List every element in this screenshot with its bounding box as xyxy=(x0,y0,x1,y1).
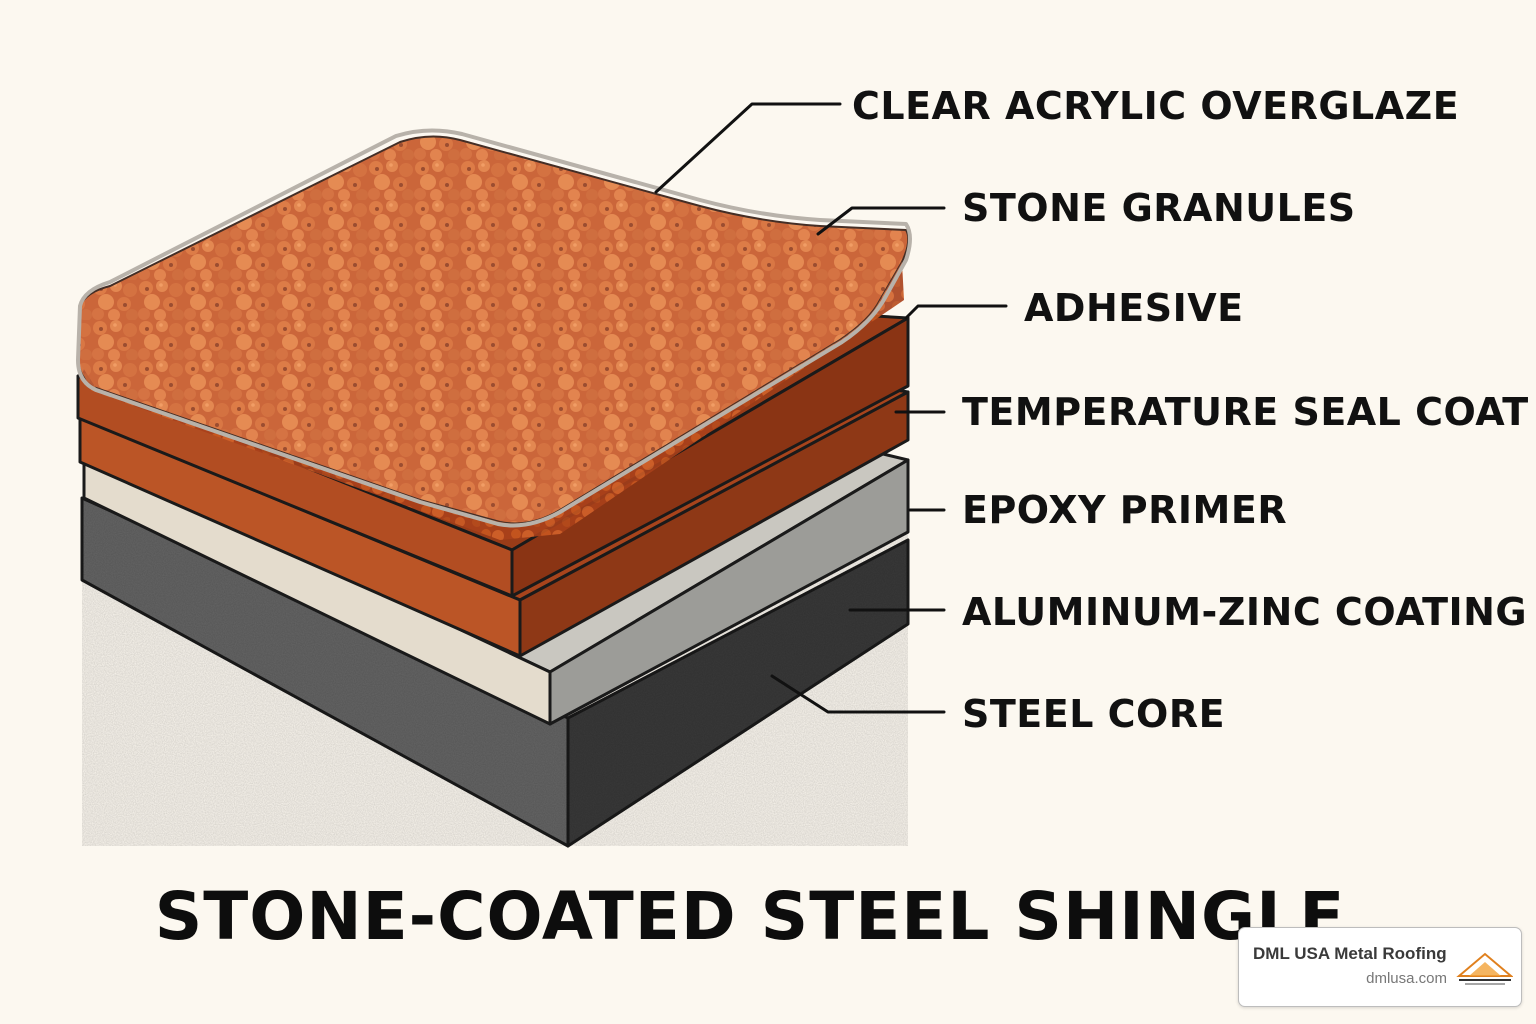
label-temperature-seal-coat: TEMPERATURE SEAL COAT xyxy=(962,390,1529,434)
label-clear-acrylic-overglaze: CLEAR ACRYLIC OVERGLAZE xyxy=(852,84,1460,128)
label-stone-granules: STONE GRANULES xyxy=(962,186,1356,230)
leader-line-granules xyxy=(816,206,946,236)
label-aluminum-zinc-coating: ALUMINUM-ZINC COATING xyxy=(962,590,1528,634)
watermark-badge[interactable]: DML USA Metal Roofing dmlusa.com xyxy=(1238,927,1522,1007)
leader-lines xyxy=(654,102,1008,714)
leader-line-steel-core xyxy=(770,674,946,714)
label-adhesive: ADHESIVE xyxy=(1024,286,1244,330)
label-steel-core: STEEL CORE xyxy=(962,692,1226,736)
epoxy-primer-side-face xyxy=(518,390,910,658)
badge-url[interactable]: dmlusa.com xyxy=(1366,970,1447,987)
leader-line-overglaze xyxy=(654,102,842,194)
clear-acrylic-overglaze-layer xyxy=(76,128,912,528)
label-epoxy-primer: EPOXY PRIMER xyxy=(962,488,1288,532)
seal-coat-side-face xyxy=(510,316,910,598)
diagram-title: STONE-COATED STEEL SHINGLE xyxy=(154,878,1346,955)
badge-company-name: DML USA Metal Roofing xyxy=(1253,944,1447,963)
dml-roof-logo-icon xyxy=(1456,952,1513,985)
aluminum-zinc-side-face xyxy=(548,458,910,726)
leader-line-adhesive xyxy=(904,304,1008,320)
